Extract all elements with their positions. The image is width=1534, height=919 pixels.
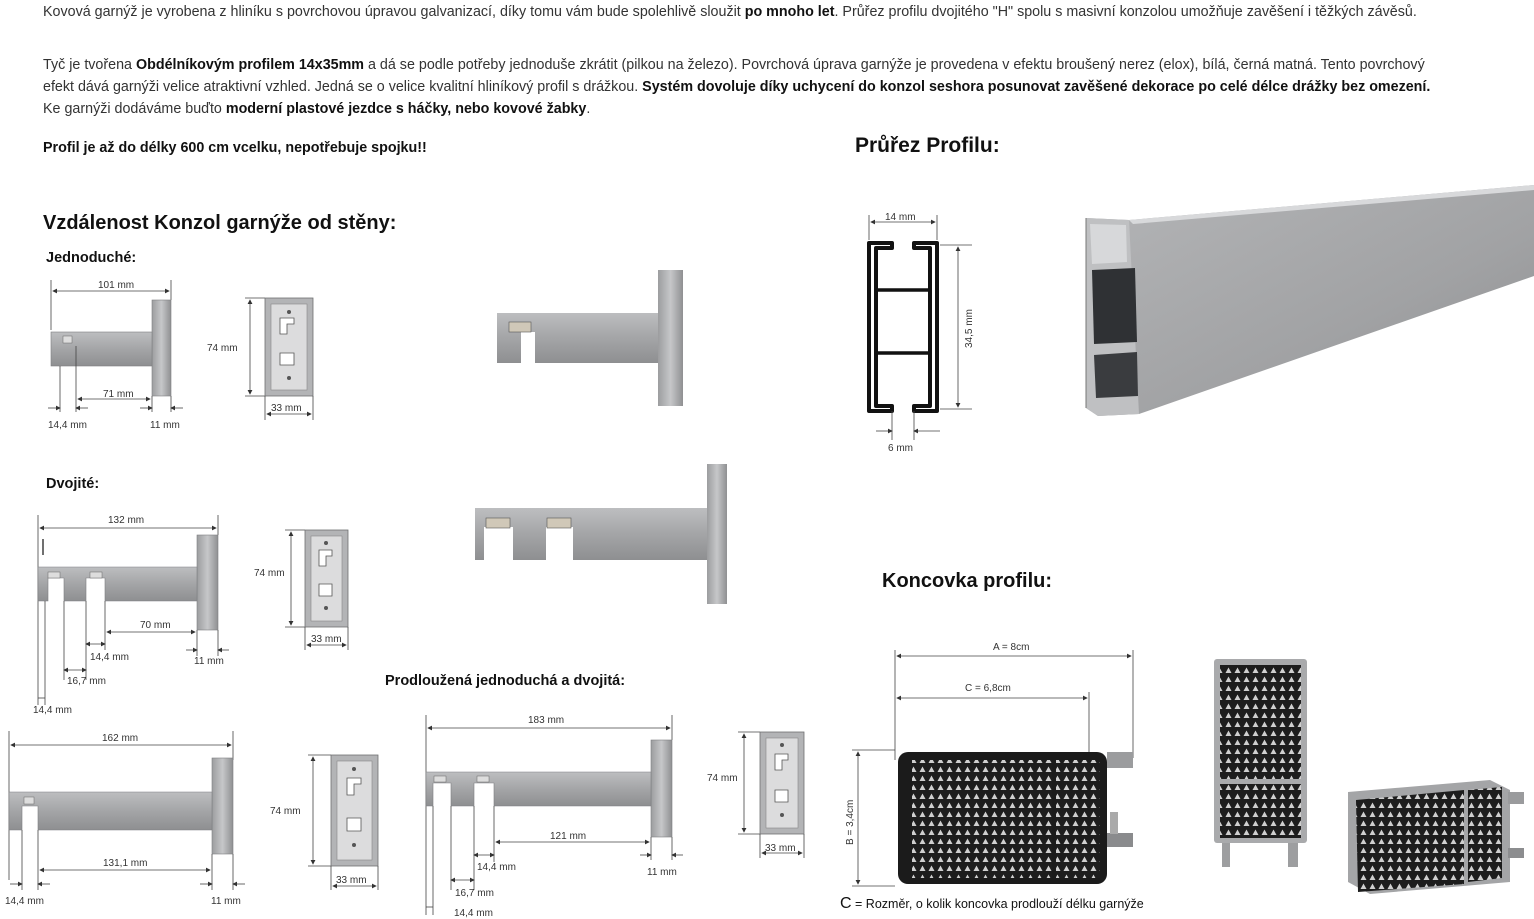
- extended-label: Prodloužená jednoduchá a dvojitá:: [385, 673, 626, 689]
- dim-ext-double-length: 183 mm: [528, 715, 564, 726]
- single-bracket-drawing: [48, 280, 183, 412]
- dim-double-length: 132 mm: [108, 515, 144, 526]
- dim-single-wall: 11 mm: [150, 420, 180, 431]
- extended-double-plate-drawing: [738, 731, 805, 858]
- single-bracket-photo: [497, 270, 683, 406]
- dim-double-plate-height: 74 mm: [254, 568, 285, 579]
- single-plate-drawing: [245, 297, 314, 420]
- dim-single-plate-height: 74 mm: [207, 343, 238, 354]
- dim-single-plate-width: 33 mm: [271, 403, 302, 414]
- dim-single-left: 14,4 mm: [48, 420, 87, 431]
- extended-single-drawing: [8, 731, 245, 890]
- extended-double-drawing: [425, 715, 683, 915]
- endcap-drawing: [852, 650, 1134, 887]
- dim-ext-double-c: 14,4 mm: [454, 908, 493, 919]
- double-bracket-drawing: [37, 515, 229, 705]
- dim-ext-double-b: 16,7 mm: [455, 888, 494, 899]
- intro-paragraph-1: Kovová garnýž je vyrobena z hliníku s po…: [43, 4, 1417, 20]
- distance-title: Vzdálenost Konzol garnýže od stěny:: [43, 212, 397, 234]
- dim-ext-single-plate-width: 33 mm: [336, 875, 367, 886]
- dim-double-a: 14,4 mm: [90, 652, 129, 663]
- double-plate-drawing: [285, 529, 349, 650]
- dim-profile-width: 14 mm: [885, 212, 916, 223]
- dim-single-length: 101 mm: [98, 280, 134, 291]
- profile-rail-photo: [1085, 185, 1534, 416]
- dim-double-plate-width: 33 mm: [311, 634, 342, 645]
- profile-cross-section: [867, 215, 972, 440]
- dim-endcap-c: C = 6,8cm: [965, 683, 1011, 694]
- dim-ext-double-inner: 121 mm: [550, 831, 586, 842]
- dim-profile-slot: 6 mm: [888, 443, 913, 454]
- dim-double-c: 14,4 mm: [33, 705, 72, 716]
- dim-double-wall: 11 mm: [194, 656, 224, 667]
- double-bracket-photo: [475, 464, 727, 604]
- intro-paragraph-2: Tyč je tvořena Obdélníkovým profilem 14x…: [43, 57, 1431, 117]
- dim-double-b: 16,7 mm: [67, 676, 106, 687]
- single-label: Jednoduché:: [46, 250, 137, 266]
- extended-single-plate-drawing: [308, 754, 379, 890]
- dim-double-inner: 70 mm: [140, 620, 171, 631]
- dim-endcap-a: A = 8cm: [993, 642, 1029, 653]
- dim-ext-double-wall: 11 mm: [647, 867, 677, 878]
- dim-ext-double-a: 14,4 mm: [477, 862, 516, 873]
- dim-single-inner: 71 mm: [103, 389, 134, 400]
- endcap-photo-front: [1214, 659, 1307, 867]
- dim-endcap-b: B = 3,4cm: [845, 800, 856, 845]
- endcap-caption: C = Rozměr, o kolik koncovka prodlouží d…: [840, 895, 1144, 912]
- dim-profile-height: 34,5 mm: [964, 309, 975, 348]
- endcap-photo-angle: [1348, 780, 1524, 894]
- intro-paragraph-3: Profil je až do délky 600 cm vcelku, nep…: [43, 140, 427, 156]
- dim-ext-double-plate-height: 74 mm: [707, 773, 738, 784]
- dim-ext-single-wall: 11 mm: [211, 896, 241, 907]
- dim-ext-single-length: 162 mm: [102, 733, 138, 744]
- dim-ext-single-inner: 131,1 mm: [103, 858, 147, 869]
- dim-ext-single-plate-height: 74 mm: [270, 806, 301, 817]
- dim-ext-single-left: 14,4 mm: [5, 896, 44, 907]
- profile-title: Průřez Profilu:: [855, 134, 1000, 157]
- dim-ext-double-plate-width: 33 mm: [765, 843, 796, 854]
- double-label: Dvojité:: [46, 476, 100, 492]
- endcap-title: Koncovka profilu:: [882, 570, 1053, 592]
